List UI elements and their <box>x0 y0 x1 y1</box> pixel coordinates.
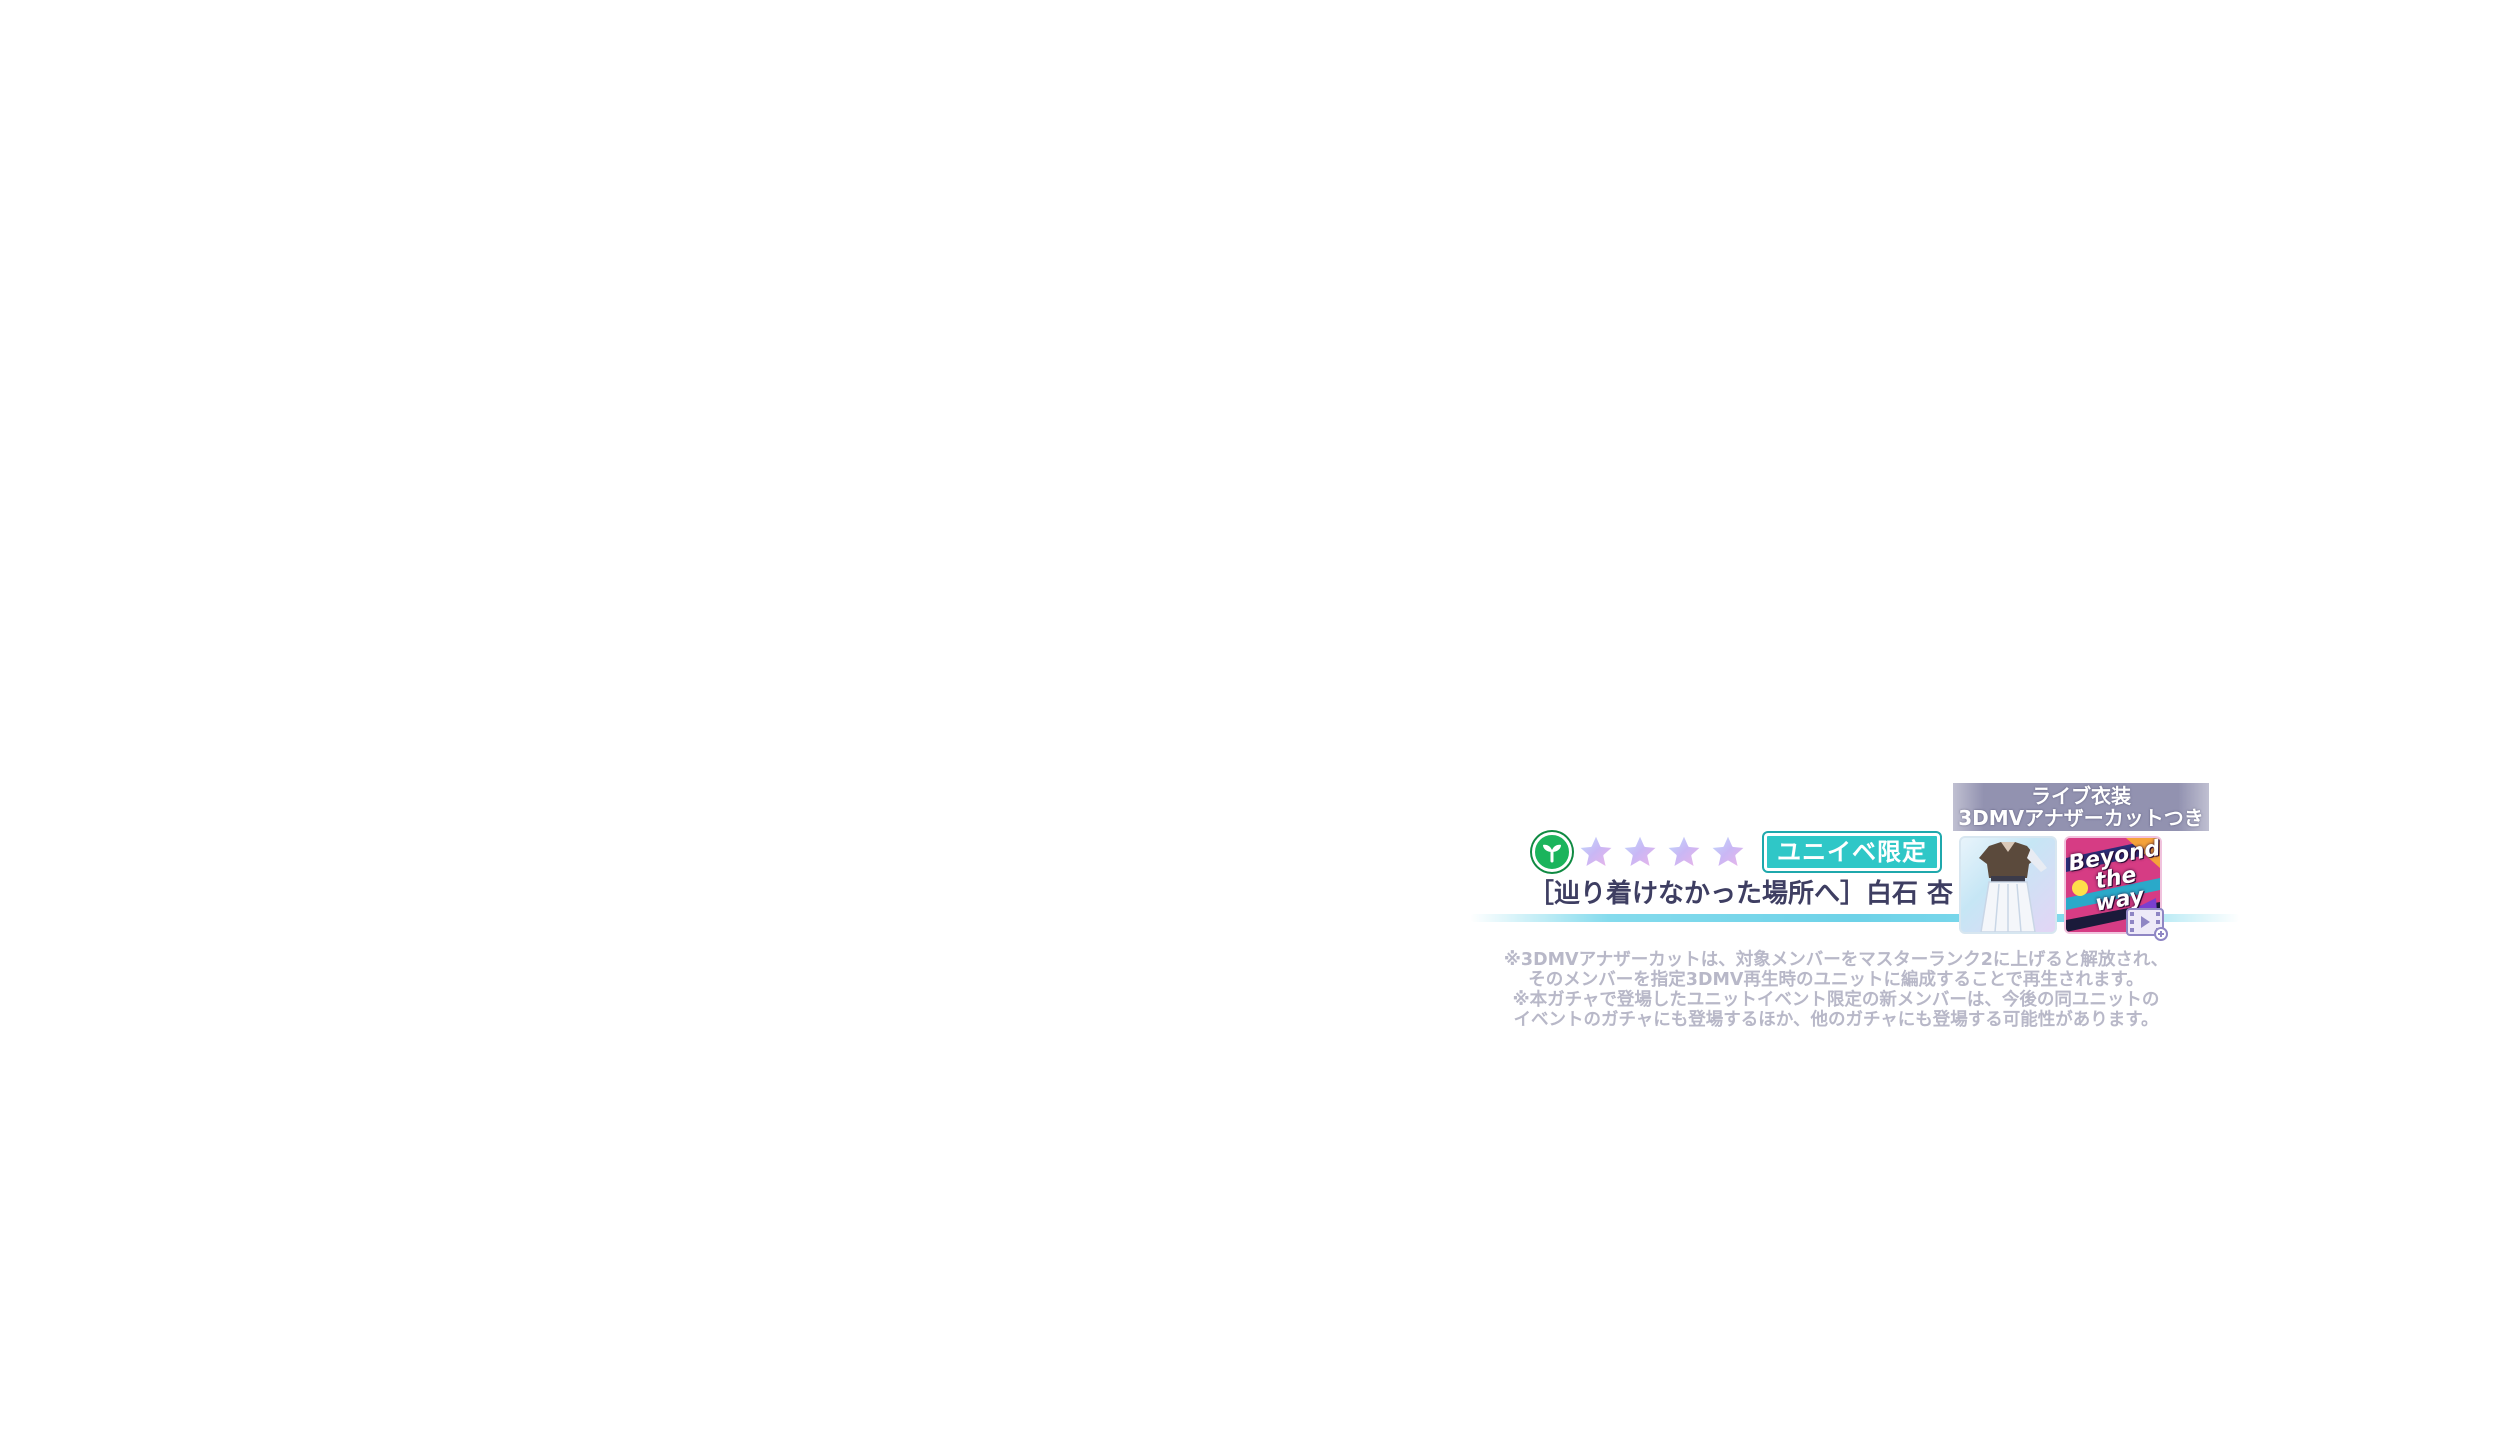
note-line: ※3DMVアナザーカットは、対象メンバーをマスターランク2に上げると解放され、 <box>1503 950 2169 970</box>
rarity-star-icon <box>1575 831 1617 871</box>
costume-thumbnail[interactable] <box>1959 836 2057 934</box>
note-line: ※本ガチャで登場したユニットイベント限定の新メンバーは、今後の同ユニットの <box>1512 990 2160 1010</box>
sprout-icon <box>1532 832 1572 872</box>
card-rarity-row: ユニイベ限定 <box>1532 830 1940 874</box>
movie-icon <box>2126 908 2168 941</box>
card-title: ［辿り着けなかった場所へ］白石 杏 <box>1528 879 1954 909</box>
limited-tag-badge: ユニイベ限定 <box>1764 833 1940 871</box>
costume-banner-line2: 3DMVアナザーカットつき <box>1958 806 2204 830</box>
note-line: そのメンバーを指定3DMV再生時のユニットに編成することで再生されます。 <box>1528 970 2144 990</box>
note-line: イベントのガチャにも登場するほか、他のガチャにも登場する可能性があります。 <box>1513 1010 2159 1030</box>
gacha-notes: ※3DMVアナザーカットは、対象メンバーをマスターランク2に上げると解放され、 … <box>1466 950 2206 1030</box>
rarity-star-icon <box>1619 831 1661 871</box>
rarity-star-icon <box>1663 831 1705 871</box>
rarity-star-icon <box>1707 831 1749 871</box>
costume-icon <box>1979 842 2047 932</box>
costume-banner-line1: ライブ衣装 <box>2031 784 2131 808</box>
costume-reward-banner: ライブ衣装 3DMVアナザーカットつき <box>1953 783 2209 831</box>
title-divider <box>1470 914 2240 922</box>
